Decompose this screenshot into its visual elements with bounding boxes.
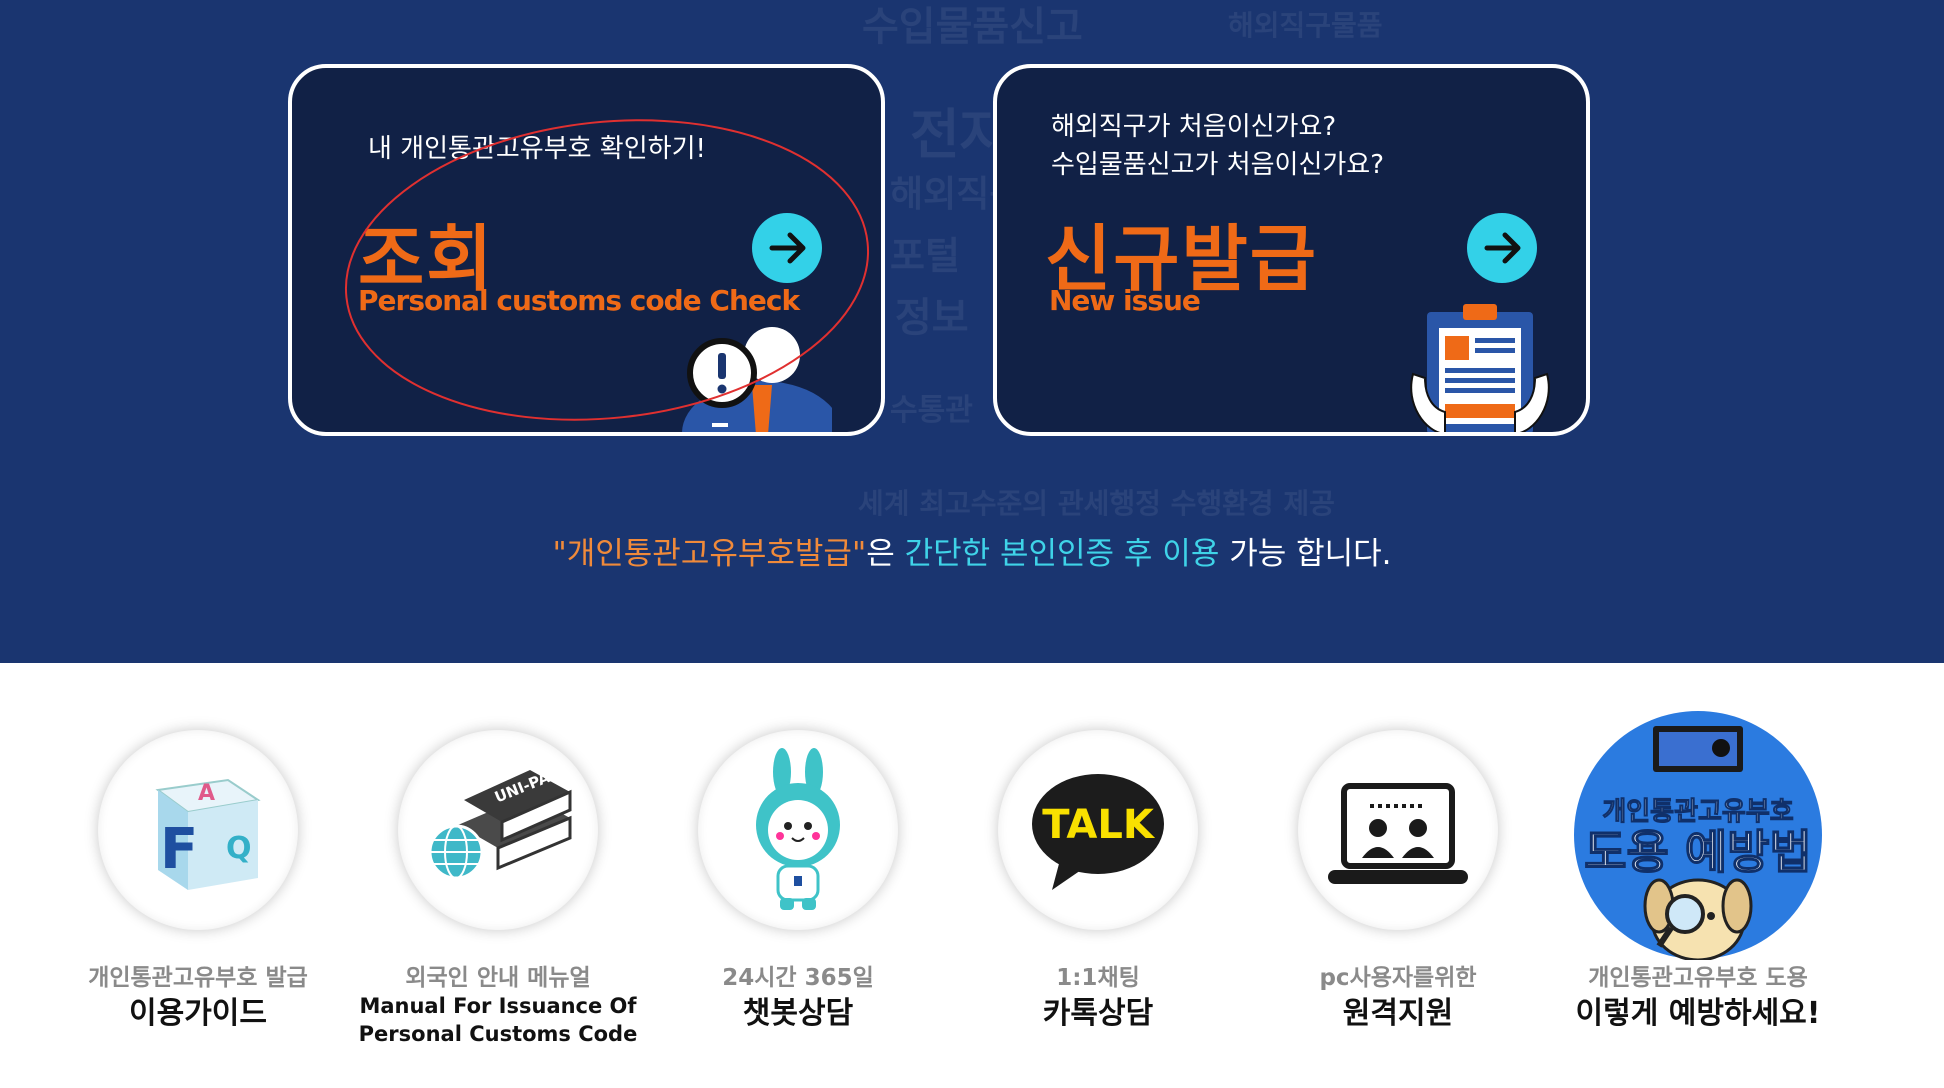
svg-text:도용 예방법: 도용 예방법	[1584, 825, 1812, 879]
svg-text:Q: Q	[226, 831, 252, 866]
service-caption: 1:1채팅	[1056, 965, 1140, 991]
background-word: 수통관	[890, 393, 973, 428]
background-word: 수입물품신고	[862, 4, 1083, 50]
lookup-subtitle-en: Personal customs code Check	[358, 284, 800, 317]
service-label: 이용가이드	[129, 996, 267, 1031]
background-word: 해외직구물품	[1228, 9, 1383, 42]
service-caption: 개인통관고유부호 발급	[88, 965, 308, 991]
highlight-circle	[344, 119, 870, 421]
remote-support-icon	[1328, 783, 1468, 884]
service-label: 이렇게 예방하세요!	[1575, 996, 1821, 1031]
misuse-prevention-icon: 개인통관고유부호 도용 예방법	[1574, 711, 1822, 960]
lookup-subtitle: 내 개인통관고유부호 확인하기!	[368, 134, 706, 164]
background-word: 포털	[890, 234, 960, 278]
lookup-title: 조회	[358, 217, 495, 301]
notice-text-part: 가능 합니다.	[1219, 536, 1392, 572]
service-label: 원격지원	[1342, 996, 1454, 1031]
notice-highlight: "개인통관고유부호발급"	[552, 536, 867, 572]
unipass-books-globe-icon: UNI-PASS	[428, 760, 572, 880]
service-caption: pc사용자를위한	[1319, 965, 1477, 991]
kakao-talk-icon: TALK	[1032, 774, 1164, 890]
chatbot-mascot-icon	[756, 748, 840, 910]
new-issue-subtitle-2: 수입물품신고가 처음이신가요?	[1051, 150, 1385, 180]
service-label: 카톡상담	[1042, 996, 1154, 1031]
notice-text: "개인통관고유부호발급"은 간단한 본인인증 후 이용 가능 합니다.	[0, 528, 1944, 573]
svg-text:A: A	[198, 781, 215, 806]
new-issue-title: 신규발급	[1045, 217, 1318, 301]
lookup-card[interactable]: 내 개인통관고유부호 확인하기! 조회 Personal customs cod…	[288, 64, 885, 436]
svg-text:F: F	[160, 817, 198, 882]
hero-section: 수입물품신고 해외직구물품 전자통관 해외직구 포털 정보 수통관 세계 최고수…	[0, 0, 1944, 663]
service-caption: 24시간 365일	[722, 965, 874, 991]
faq-cube-icon: A F Q	[155, 778, 261, 890]
notice-text-part: 은	[866, 536, 905, 572]
service-caption: 외국인 안내 메뉴얼	[405, 965, 591, 991]
svg-text:개인통관고유부호: 개인통관고유부호	[1602, 797, 1793, 827]
new-issue-card[interactable]: 해외직구가 처음이신가요? 수입물품신고가 처음이신가요? 신규발급 New i…	[993, 64, 1590, 436]
service-label: 챗봇상담	[742, 996, 854, 1031]
lookup-arrow-icon[interactable]	[752, 213, 822, 283]
service-label-line1: Manual For Issuance Of	[359, 994, 637, 1018]
new-issue-subtitle-1: 해외직구가 처음이신가요?	[1051, 112, 1337, 142]
clipboard-document-icon	[1410, 304, 1550, 432]
background-word: 세계 최고수준의 관세행정 수행환경 제공	[858, 487, 1335, 520]
background-word: 정보	[895, 295, 969, 341]
service-label-line2: Personal Customs Code	[358, 1022, 638, 1046]
svg-text:TALK: TALK	[1042, 802, 1156, 848]
new-issue-subtitle-en: New issue	[1049, 284, 1201, 317]
service-caption: 개인통관고유부호 도용	[1588, 965, 1808, 991]
notice-cyan-text: 간단한 본인인증 후 이용	[904, 536, 1220, 572]
new-issue-arrow-icon[interactable]	[1467, 213, 1537, 283]
